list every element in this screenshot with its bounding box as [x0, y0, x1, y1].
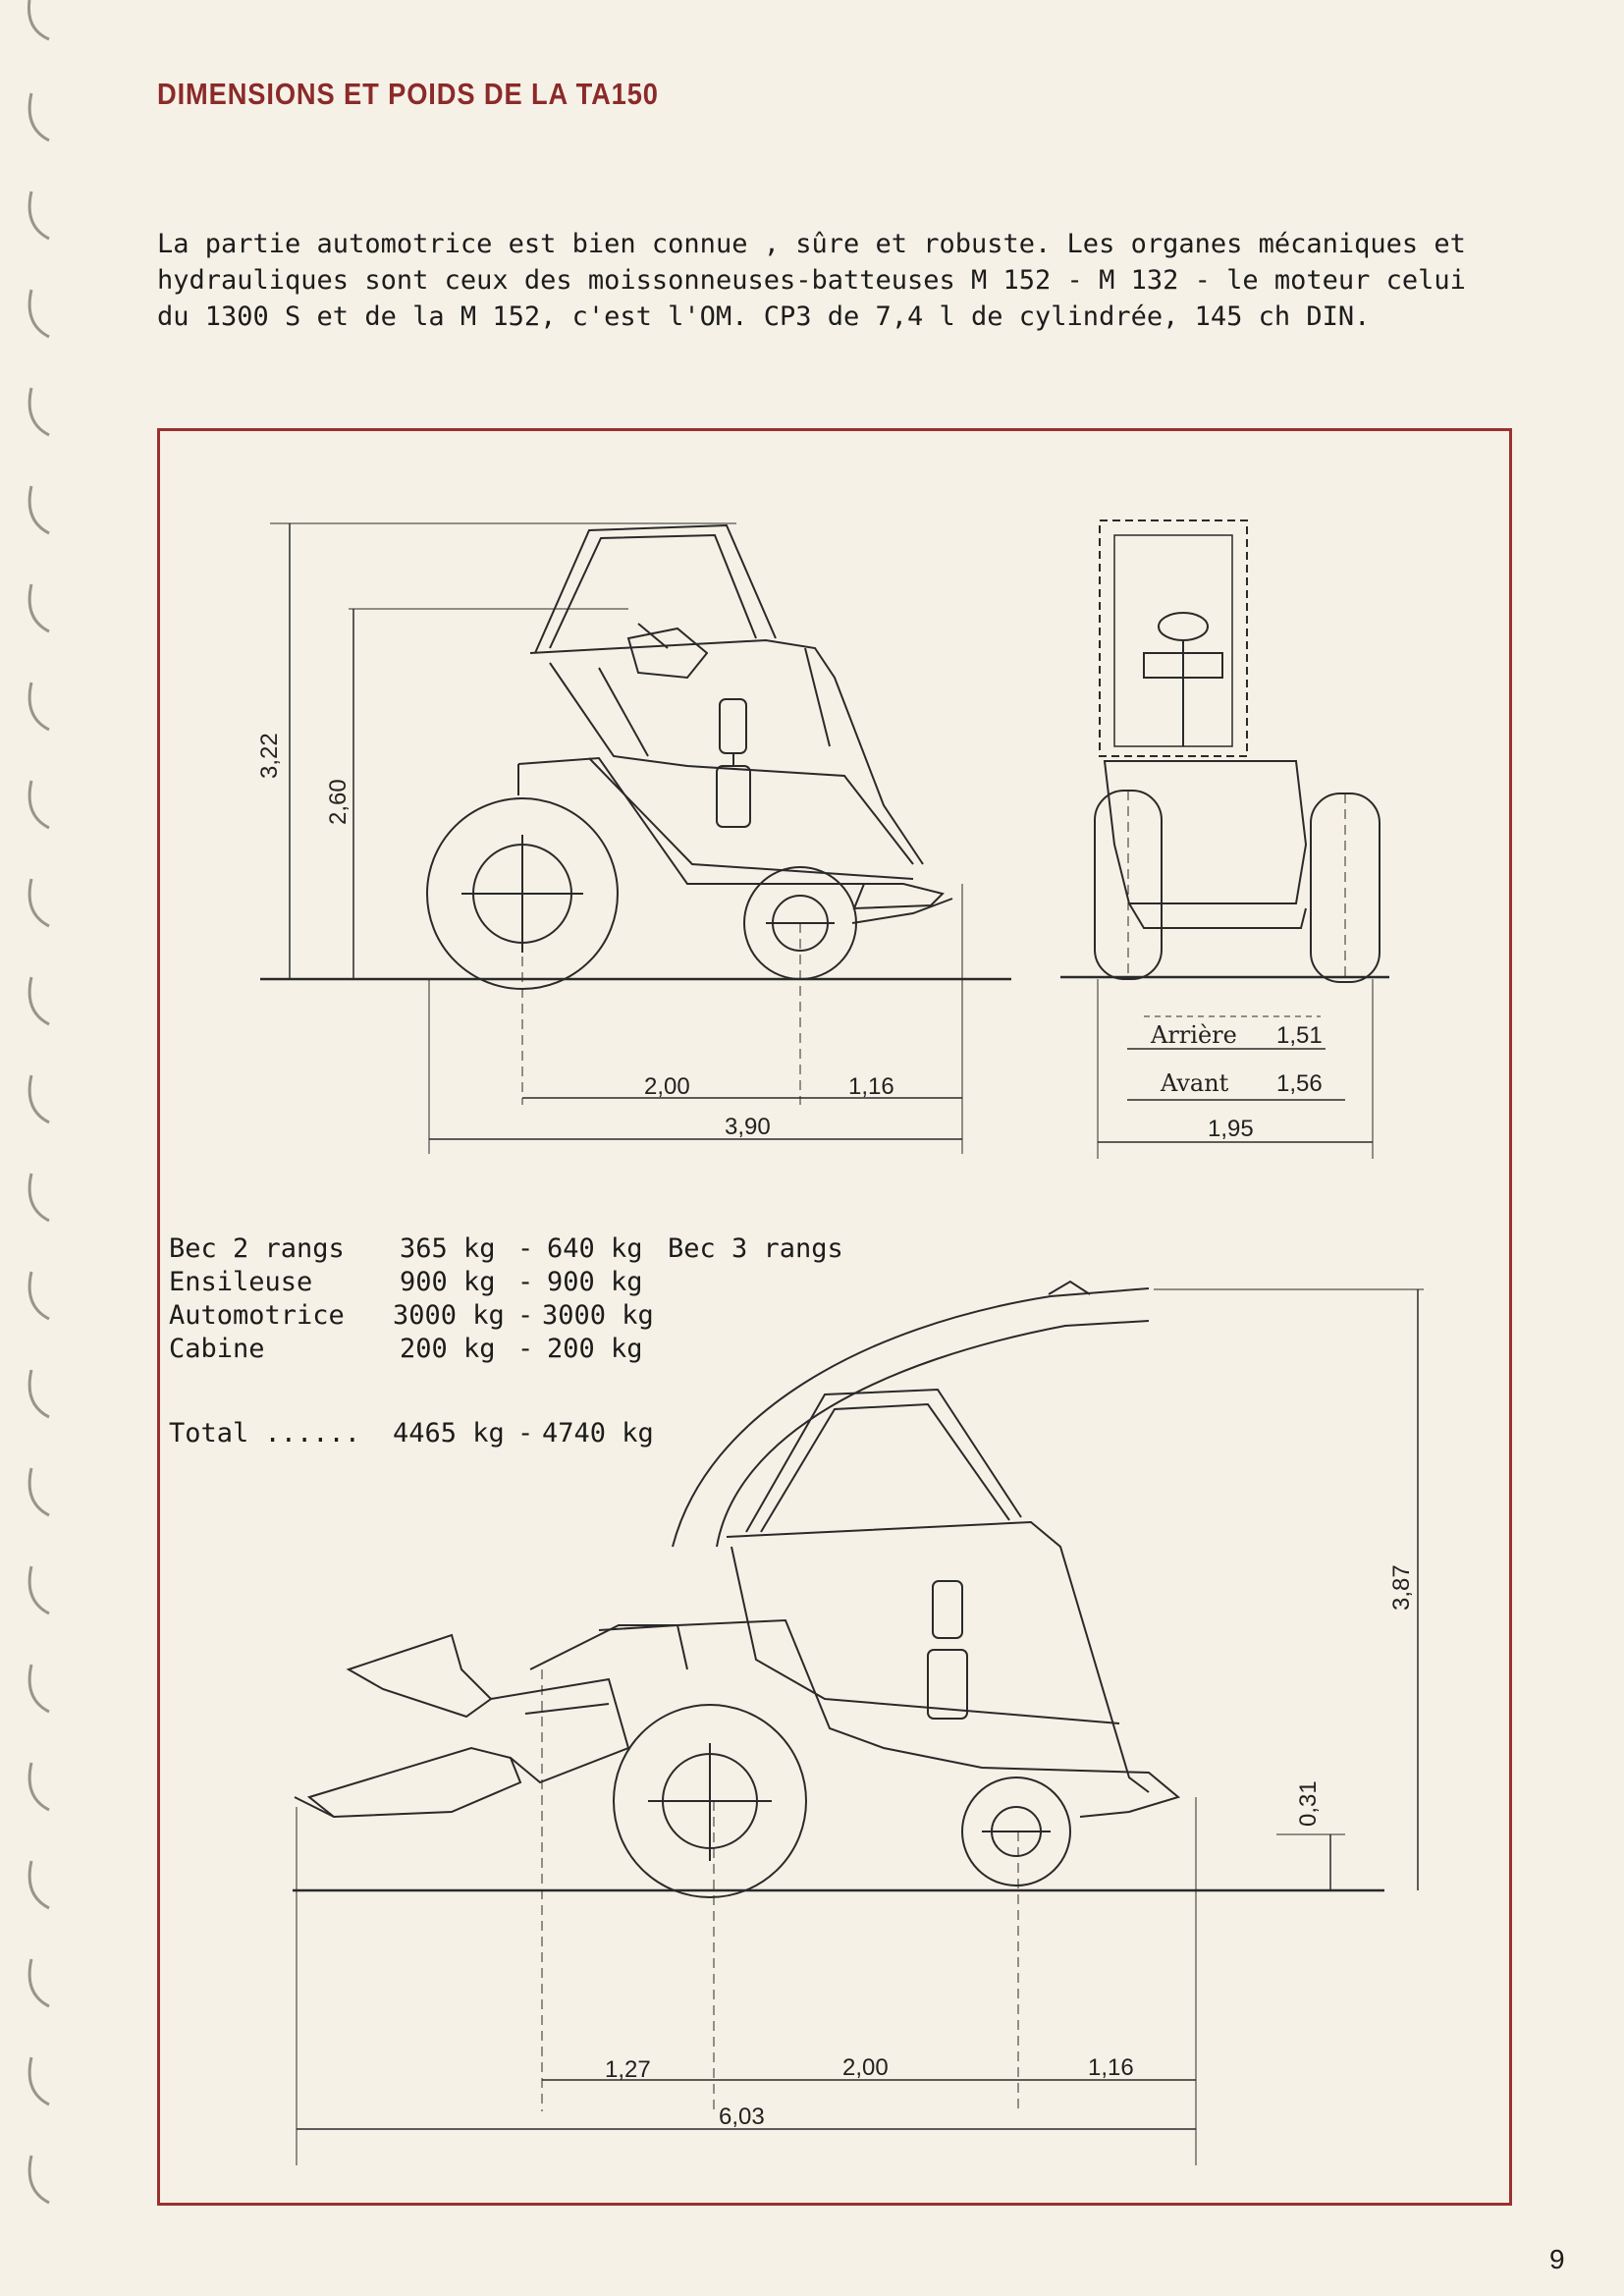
intro-line: La partie automotrice est bien connue , …: [157, 229, 1466, 259]
track-front-value: 1,56: [1276, 1070, 1323, 1097]
weight-total-value-1: 4465 kg: [393, 1418, 505, 1449]
weight-sep: -: [517, 1334, 534, 1364]
dim-harvester-wheelbase: 2,00: [842, 2054, 889, 2081]
dim-front-width: 1,95: [1208, 1116, 1254, 1142]
dim-harvester-height: 3,87: [1388, 1564, 1415, 1611]
binder-holes: [27, 0, 50, 2205]
weight-sep: -: [517, 1267, 534, 1297]
weight-total-value-2: 4740 kg: [542, 1418, 654, 1449]
page-title: DIMENSIONS ET POIDS DE LA TA150: [157, 77, 659, 111]
weight-note: Bec 3 rangs: [668, 1233, 843, 1264]
weight-label: Bec 2 rangs: [169, 1233, 345, 1264]
track-rear-label: Arrière: [1150, 1021, 1237, 1049]
weight-value-1: 365 kg: [400, 1233, 496, 1264]
dim-side-height-cab: 2,60: [325, 779, 352, 825]
dim-side-rear-overhang: 1,16: [848, 1073, 894, 1100]
weight-value-2: 900 kg: [547, 1267, 643, 1297]
weight-total-label: Total ......: [169, 1418, 361, 1449]
intro-line: hydrauliques sont ceux des moissonneuses…: [157, 265, 1466, 296]
weight-value-2: 200 kg: [547, 1334, 643, 1364]
weight-label: Ensileuse: [169, 1267, 313, 1297]
weight-value-2: 640 kg: [547, 1233, 643, 1264]
weight-value-1: 200 kg: [400, 1334, 496, 1364]
dim-side-height-total: 3,22: [256, 733, 283, 779]
page-number: 9: [1549, 2244, 1565, 2274]
dim-side-length: 3,90: [725, 1114, 771, 1140]
weight-sep: -: [517, 1418, 534, 1449]
track-rear-value: 1,51: [1276, 1022, 1323, 1049]
weight-value-1: 3000 kg: [393, 1300, 505, 1331]
side-view-drawing: [260, 522, 1011, 1154]
harvester-view-drawing: [293, 1280, 1424, 2165]
dim-ground-clearance: 0,31: [1295, 1780, 1322, 1827]
weight-sep: -: [517, 1300, 534, 1331]
intro-paragraph: La partie automotrice est bien connue , …: [157, 226, 1522, 335]
weight-label: Cabine: [169, 1334, 265, 1364]
track-front-label: Avant: [1160, 1069, 1229, 1097]
dim-harvester-rear-overhang: 1,16: [1088, 2054, 1134, 2081]
dim-front-overhang: 1,27: [605, 2056, 651, 2083]
dim-harvester-length: 6,03: [719, 2104, 765, 2130]
weight-value-2: 3000 kg: [542, 1300, 654, 1331]
dim-side-wheelbase: 2,00: [644, 1073, 690, 1100]
weight-sep: -: [517, 1233, 534, 1264]
weight-label: Automotrice: [169, 1300, 345, 1331]
intro-line: du 1300 S et de la M 152, c'est l'OM. CP…: [157, 301, 1371, 332]
weight-value-1: 900 kg: [400, 1267, 496, 1297]
drawing-frame: [157, 428, 1512, 2206]
front-view-drawing: [1060, 519, 1389, 1159]
